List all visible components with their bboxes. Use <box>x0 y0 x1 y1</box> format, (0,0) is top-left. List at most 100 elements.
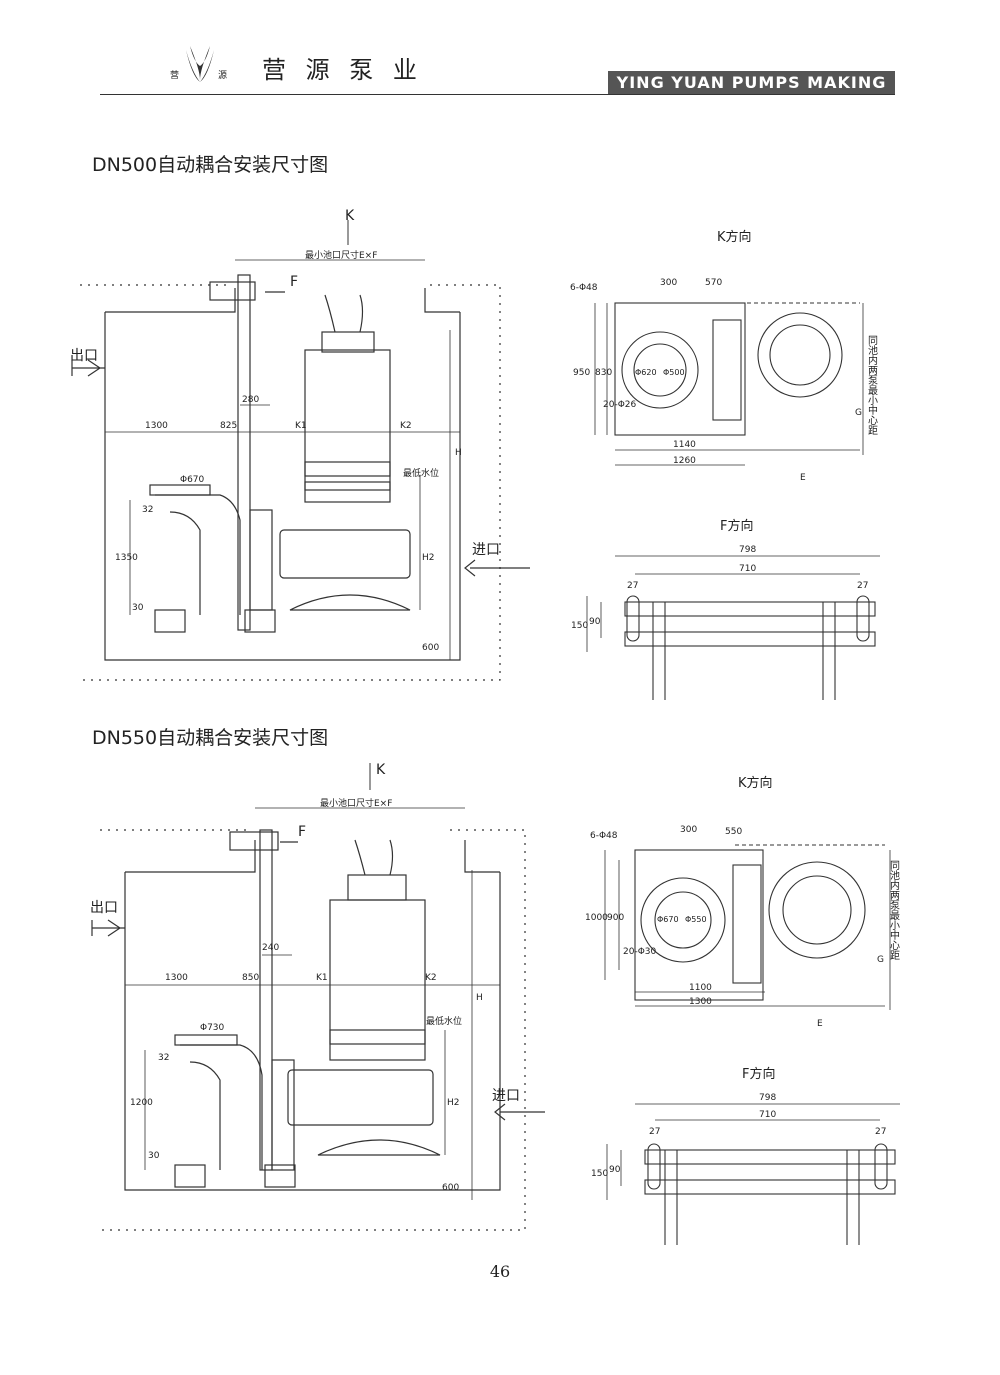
dim-710: 710 <box>739 564 756 574</box>
inlet-label: 进口 <box>492 1088 520 1104</box>
brand-name-cn: 营 源 泵 业 <box>262 56 423 84</box>
dim-950: 950 <box>573 368 590 378</box>
f-view-drawing: 798 710 27 27 150 90 <box>571 545 880 700</box>
center-distance-label: 同池内两泵最小中心距 <box>888 860 900 960</box>
outlet-arrow <box>71 359 105 377</box>
dim-h: H <box>455 448 462 458</box>
dim-300: 300 <box>680 825 697 835</box>
discharge-elbow <box>155 494 241 615</box>
top-bracket <box>209 281 256 301</box>
pump-volute <box>289 594 411 611</box>
dim-height: 1200 <box>130 1098 153 1108</box>
k-arrow-label: K <box>376 762 386 778</box>
dim-1000: 1000 <box>585 913 608 923</box>
dim-27-left: 27 <box>627 581 638 591</box>
dim-mid: 825 <box>220 421 237 431</box>
outlet-label: 出口 <box>90 900 118 916</box>
auto-coupling <box>249 509 273 611</box>
dim-1300: 1300 <box>689 997 712 1007</box>
bracket-bar <box>644 1149 896 1165</box>
dim-1260: 1260 <box>673 456 696 466</box>
dim-h2: H2 <box>447 1098 460 1108</box>
dim-798: 798 <box>759 1093 776 1103</box>
k-view-title: K方向 <box>717 230 752 245</box>
dim-g: G <box>855 408 862 418</box>
bolt-spec: 6-Φ48 <box>570 283 598 293</box>
logo-char-right: 源 <box>218 70 227 81</box>
guide-rail <box>237 274 251 631</box>
k-view-drawing: 6-Φ48 300 550 1000 900 Φ670 Φ550 20-Φ30 … <box>585 825 900 1029</box>
dim-left: 1300 <box>145 421 168 431</box>
base-plate <box>634 849 764 1001</box>
coupling-plate <box>732 864 762 984</box>
dim-flange-dia: Φ730 <box>200 1023 225 1033</box>
elevation-drawing: K F 最小池口尺寸E×F 出口 进口 240 1300 850 K1 K2 H… <box>90 762 545 1231</box>
dim-e: E <box>800 473 806 483</box>
bolt-right <box>856 595 870 642</box>
pump-motor <box>329 899 426 1061</box>
dim-k1: K1 <box>316 973 328 983</box>
f-view-title: F方向 <box>742 1067 776 1082</box>
bolt-left <box>626 595 640 642</box>
dim-k2: K2 <box>400 421 412 431</box>
dim-710: 710 <box>759 1110 776 1120</box>
flange-outer <box>621 331 699 409</box>
bolt-left <box>647 1143 661 1190</box>
low-water-label: 最低水位 <box>426 1015 462 1027</box>
dim-k2: K2 <box>425 973 437 983</box>
coupling-plate <box>712 319 742 421</box>
dim-left: 1300 <box>165 973 188 983</box>
hole-spec: 20-Φ26 <box>603 400 637 410</box>
pit-size-label: 最小池口尺寸E×F <box>305 249 377 261</box>
dim-900: 900 <box>607 913 624 923</box>
dim-bottom: 600 <box>442 1183 459 1193</box>
k-view-title: K方向 <box>738 776 773 791</box>
pump-volute <box>317 1139 441 1156</box>
dim-150: 150 <box>571 621 588 631</box>
dim-flange-t: 32 <box>142 505 153 515</box>
discharge-elbow <box>180 1044 263 1170</box>
dim-90: 90 <box>609 1165 621 1175</box>
pump-motor <box>304 349 391 491</box>
inlet-arrow <box>464 559 530 577</box>
pcd-inner: Φ500 <box>663 368 685 377</box>
dim-27-right: 27 <box>875 1127 886 1137</box>
k-view-drawing: 6-Φ48 300 570 950 830 Φ620 Φ500 20-Φ26 1… <box>570 278 878 483</box>
dim-798: 798 <box>739 545 756 555</box>
dim-830: 830 <box>595 368 612 378</box>
dim-27-right: 27 <box>857 581 868 591</box>
bolt-right <box>874 1143 888 1190</box>
dim-570: 570 <box>705 278 722 288</box>
dim-height: 1350 <box>115 553 138 563</box>
dim-mid: 850 <box>242 973 259 983</box>
dim-90: 90 <box>589 617 601 627</box>
header-divider <box>100 94 895 95</box>
pit-size-label: 最小池口尺寸E×F <box>320 797 392 809</box>
flange-outer <box>640 877 726 963</box>
pcd-outer: Φ670 <box>657 915 679 924</box>
dim-base: 30 <box>148 1151 160 1161</box>
auto-coupling <box>271 1059 295 1171</box>
f-arrow-label: F <box>290 274 298 290</box>
f-view-title: F方向 <box>720 519 754 534</box>
dim-1100: 1100 <box>689 983 712 993</box>
hole-spec: 20-Φ30 <box>623 947 657 957</box>
section-title: DN550自动耦合安装尺寸图 <box>92 727 329 749</box>
dim-300: 300 <box>660 278 677 288</box>
dim-rail-offset: 240 <box>262 943 279 953</box>
base-plate <box>614 302 746 436</box>
pit-wall <box>124 872 501 1191</box>
guide-rail <box>259 829 273 1171</box>
outlet-arrow <box>91 919 125 937</box>
k-arrow-label: K <box>345 208 355 224</box>
logo-char-left: 营 <box>170 69 179 81</box>
pump-top <box>768 861 866 959</box>
pit-wall <box>104 312 461 661</box>
inlet-arrow <box>494 1103 545 1121</box>
f-arrow-label: F <box>298 824 306 840</box>
dim-150: 150 <box>591 1169 608 1179</box>
low-water-label: 最低水位 <box>403 467 439 479</box>
dim-base: 30 <box>132 603 144 613</box>
company-logo: 营 源 <box>170 42 230 84</box>
bracket-bar <box>624 601 876 617</box>
